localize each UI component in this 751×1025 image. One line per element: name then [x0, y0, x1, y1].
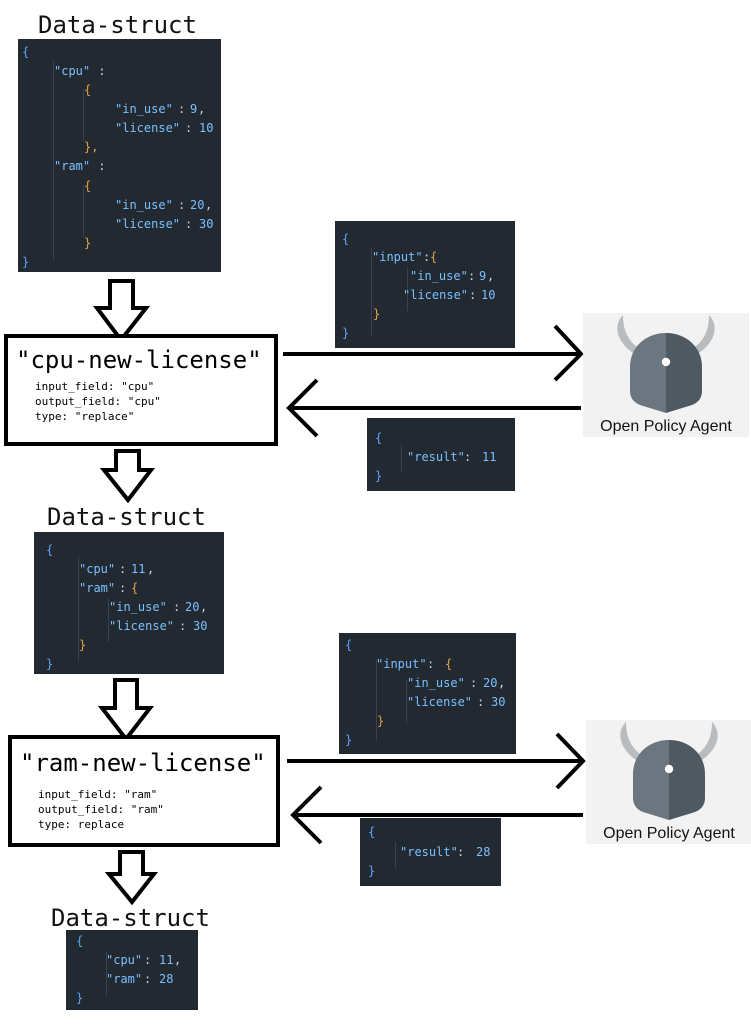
stage-name: "ram-new-license": [20, 749, 266, 777]
code-brace-open: {: [342, 232, 350, 246]
stage-name: "cpu-new-license": [16, 346, 262, 374]
data-struct-title-2: Data-struct: [47, 503, 206, 531]
code-brace-close: }: [368, 864, 376, 878]
opa-response-code-2: { "result" : 28 }: [360, 818, 501, 886]
code-nested-brace-close: }: [373, 307, 381, 321]
code-value-result: 11: [482, 450, 497, 464]
code-value-ram: 28: [159, 972, 174, 986]
down-arrow-4: [104, 850, 159, 906]
data-struct-code-3: { "cpu" : 11 , "ram" : 28 }: [66, 930, 198, 1010]
request-arrow-2: [287, 732, 586, 790]
data-struct-code-2: { "cpu" : 11 , "ram" : { "in_use" : 20 ,…: [34, 532, 224, 674]
stage-output-field: output_field: "cpu": [35, 395, 161, 408]
code-key-license: "license": [403, 288, 469, 302]
code-key-license: "license": [407, 695, 473, 709]
code-key-ram: "ram": [54, 159, 91, 173]
code-brace-close: }: [375, 469, 383, 483]
stage-output-field: output_field: "ram": [38, 803, 164, 816]
opa-viking-helmet-icon: [617, 315, 715, 413]
opa-response-code-1: { "result" : 11 }: [367, 418, 515, 491]
code-nested-brace-open: {: [445, 657, 453, 671]
code-key-license: "license": [115, 217, 181, 231]
code-key-result: "result": [407, 450, 465, 464]
opa-logo-label: Open Policy Agent: [600, 418, 732, 435]
stage-ram-new-license: "ram-new-license" input_field: "ram" out…: [8, 735, 280, 847]
stage-type: type: "replace": [35, 410, 135, 423]
stage-input-field: input_field: "cpu": [35, 380, 155, 393]
code-nested-brace-open: {: [430, 250, 438, 264]
opa-logo-label: Open Policy Agent: [603, 825, 735, 842]
opa-viking-helmet-icon: [620, 722, 718, 820]
stage-type: type: replace: [38, 818, 125, 831]
down-arrow-2: [99, 449, 156, 504]
code-separator: :: [91, 64, 106, 78]
code-value-in-use: 9: [479, 269, 487, 283]
code-key-cpu: "cpu": [106, 953, 143, 967]
code-key-cpu: "cpu": [54, 64, 91, 78]
data-struct-title-1: Data-struct: [38, 11, 197, 39]
code-value-license: 30: [491, 695, 506, 709]
code-key-result: "result": [400, 845, 458, 859]
code-value-in-use: 20: [190, 198, 205, 212]
code-value-cpu: 11: [159, 953, 174, 967]
code-key-in-use: "in_use": [410, 269, 468, 283]
code-value-cpu: 11: [131, 562, 146, 576]
code-value-license: 10: [199, 121, 214, 135]
opa-logo-2: Open Policy Agent: [586, 720, 751, 844]
opa-request-code-1: { "input" : { "in_use" : 9 , "license" :…: [335, 221, 515, 348]
response-arrow-2: [290, 785, 583, 845]
opa-request-code-2: { "input" : { "in_use" : 20 , "license" …: [339, 633, 516, 754]
code-brace-open: {: [345, 638, 353, 652]
code-value-license: 10: [481, 288, 496, 302]
code-key-in-use: "in_use": [115, 198, 173, 212]
code-brace-open: {: [76, 934, 84, 948]
code-brace-close: }: [342, 326, 350, 340]
down-arrow-1: [93, 279, 151, 344]
code-key-in-use: "in_use": [109, 600, 167, 614]
code-brace-close: }: [22, 255, 30, 269]
opa-logo-1: Open Policy Agent: [583, 313, 749, 437]
code-brace-close: }: [46, 657, 54, 671]
data-struct-code-1: { "cpu" : { "in_use" : 9 , "license" : 1…: [18, 39, 221, 272]
code-separator: :: [91, 159, 106, 173]
code-value-in-use: 20: [483, 676, 498, 690]
code-nested-brace-close: }: [84, 236, 92, 250]
code-key-in-use: "in_use": [115, 102, 173, 116]
down-arrow-3: [97, 678, 155, 743]
stage-cpu-new-license: "cpu-new-license" input_field: "cpu" out…: [4, 334, 278, 446]
code-brace-close: }: [345, 733, 353, 747]
code-key-input: "input": [376, 657, 427, 671]
code-nested-brace-close: },: [84, 140, 99, 154]
code-brace-open: {: [22, 45, 30, 59]
code-value-in-use: 9: [190, 102, 198, 116]
stage-input-field: input_field: "ram": [38, 788, 158, 801]
code-brace-close: }: [76, 991, 84, 1005]
code-brace-open: {: [368, 825, 376, 839]
response-arrow-1: [286, 378, 581, 438]
code-key-cpu: "cpu": [79, 562, 116, 576]
code-key-in-use: "in_use": [407, 676, 465, 690]
code-nested-brace-open: {: [84, 179, 92, 193]
code-key-ram: "ram": [79, 581, 116, 595]
code-brace-open: {: [375, 431, 383, 445]
code-brace-open: {: [46, 543, 54, 557]
code-value-in-use: 20: [185, 600, 200, 614]
code-nested-brace-open: {: [84, 83, 92, 97]
code-nested-brace-open: {: [131, 581, 139, 595]
code-key-ram: "ram": [106, 972, 143, 986]
code-nested-brace-close: }: [79, 638, 87, 652]
code-nested-brace-close: }: [377, 714, 385, 728]
code-value-license: 30: [199, 217, 214, 231]
code-value-license: 30: [193, 619, 208, 633]
code-key-license: "license": [115, 121, 181, 135]
data-struct-title-3: Data-struct: [51, 904, 210, 932]
code-value-result: 28: [476, 845, 491, 859]
request-arrow-1: [283, 324, 584, 382]
code-key-license: "license": [109, 619, 175, 633]
code-key-input: "input": [372, 250, 423, 264]
